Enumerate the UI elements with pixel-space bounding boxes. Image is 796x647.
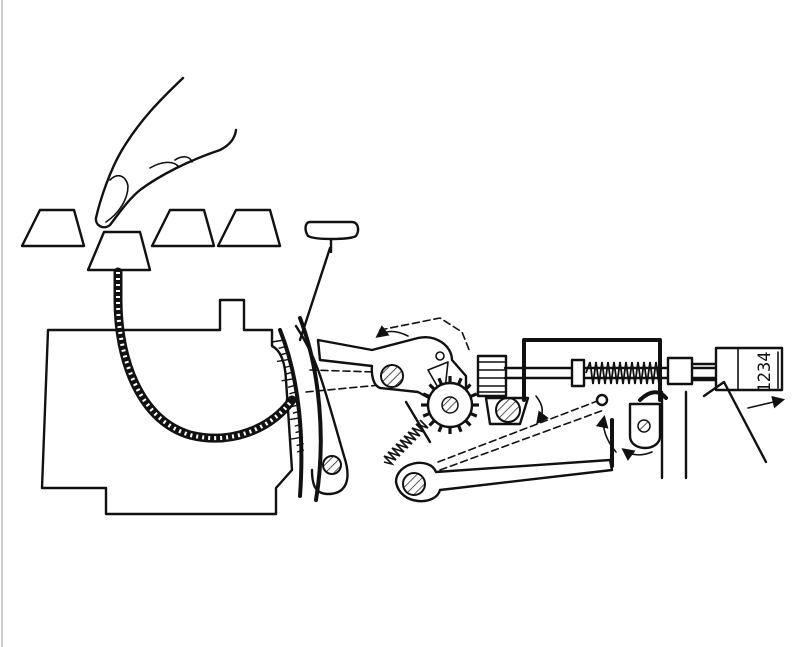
top-button [304,220,360,241]
finger-drawing [94,76,238,229]
spring-cable [113,267,297,443]
graduated-scale [271,316,349,502]
counter-display: 1234 [714,346,784,393]
motion-arrows [375,325,786,461]
keyboard-body [40,298,294,516]
ratchet-drum [476,354,530,426]
keycap-4 [216,208,282,248]
shaft-coupling [666,356,694,386]
push-rod [298,246,332,342]
right-bracket [628,380,768,480]
lower-lever [383,400,614,503]
keycap-pressed [86,230,152,272]
pivot-left [322,455,342,475]
counter-digits: 1234 [755,352,775,393]
keycap-3 [150,208,216,248]
keycap-1 [20,208,86,248]
dashed-links [305,317,605,471]
lever-pivot [380,364,404,388]
keycap-row [20,208,360,272]
detent-ball [595,393,609,407]
compression-spring [585,361,660,385]
shaft-collar [570,358,586,388]
gear-wheel [421,376,479,434]
